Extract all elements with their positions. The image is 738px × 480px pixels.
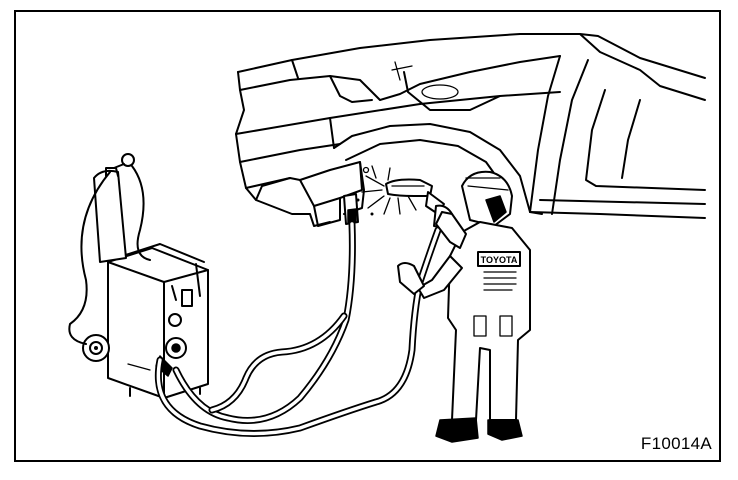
welder-worker: TOYOTA (397, 170, 531, 443)
figure-code: F10014A (640, 434, 712, 453)
gas-cylinder (68, 153, 151, 345)
weld-sparks (356, 165, 417, 216)
welding-machine (82, 243, 209, 405)
uniform-badge-text: TOYOTA (481, 255, 518, 265)
car-body-frame (235, 33, 706, 227)
machine-switch-icon (181, 289, 193, 307)
welding-torch (385, 178, 453, 229)
machine-knob-icon (168, 313, 182, 327)
glove-icon (397, 262, 425, 295)
uniform-badge (477, 251, 521, 267)
welding-helmet-icon (461, 170, 513, 227)
regulator-gauge-icon (121, 153, 135, 167)
boot-icon (435, 417, 479, 443)
